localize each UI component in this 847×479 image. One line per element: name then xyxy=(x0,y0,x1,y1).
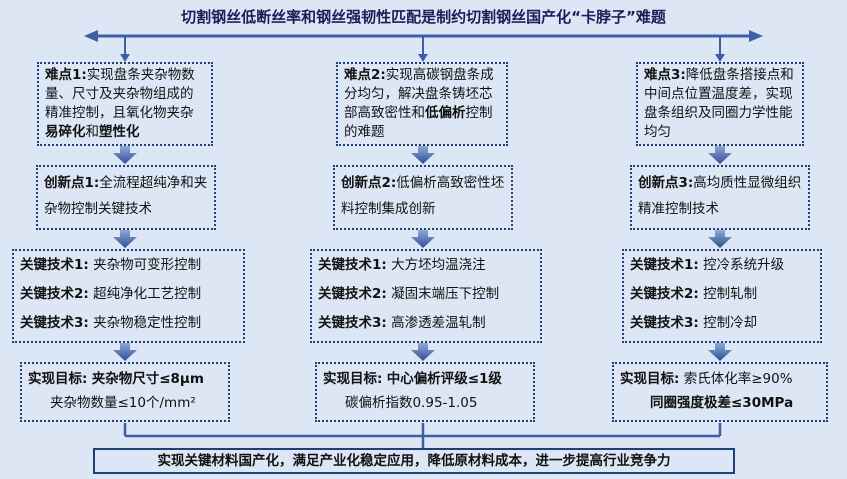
key-tech-label: 关键技术1: xyxy=(630,257,699,273)
target-label: 实现目标: xyxy=(28,371,88,387)
innovation-text: 高均质性显微组织精准控制技术 xyxy=(638,175,802,217)
difficulty-text-2: 和 xyxy=(85,124,100,140)
key-tech-text: 控制冷却 xyxy=(703,315,758,331)
difficulty-bold-1: 低偏析 xyxy=(425,105,466,121)
target-main: 中心偏析评级≤1级 xyxy=(386,371,502,387)
key-tech-text: 凝固末端压下控制 xyxy=(391,286,500,302)
difficulty-box-3: 难点3:降低盘条搭接点和中间点位置温度差，实现盘条组织及同圈力学性能均匀 xyxy=(636,62,804,146)
target-main: 索氏体化率≥90% xyxy=(683,371,793,387)
key-tech-box-1: 关键技术1: 夹杂物可变形控制 关键技术2: 超纯净化工艺控制 关键技术3: 夹… xyxy=(12,249,245,343)
difficulty-label: 难点1: xyxy=(45,67,87,83)
innovation-text: 全流程超纯净和夹杂物控制关键技术 xyxy=(44,175,208,217)
key-tech-row: 关键技术1: 控冷系统升级 xyxy=(630,251,814,280)
difficulty-bold-2: 塑性化 xyxy=(99,124,140,140)
target-sub: 碳偏析指数0.95-1.05 xyxy=(345,395,478,411)
diagram-title: 切割钢丝低断丝率和钢丝强韧性匹配是制约切割钢丝国产化“卡脖子”难题 xyxy=(181,8,666,26)
bottom-bracket xyxy=(123,423,722,448)
difficulty-label: 难点3: xyxy=(644,67,686,83)
target-box-3: 实现目标: 索氏体化率≥90% 同圈强度极差≤30MPa xyxy=(612,362,828,422)
difficulty-bold-1: 易碎化 xyxy=(45,124,86,140)
difficulty-box-2: 难点2:实现高碳钢盘条成分均匀，解决盘条铸坯芯部高致密性和低偏析控制的难题 xyxy=(336,62,508,146)
target-sub: 夹杂物数量≤10个/mm² xyxy=(50,395,196,411)
key-tech-text: 夹杂物稳定性控制 xyxy=(93,315,202,331)
key-tech-text: 大方坯均温浇注 xyxy=(391,257,486,273)
target-label: 实现目标: xyxy=(323,371,383,387)
difficulty-box-1: 难点1:实现盘条夹杂物数量、尺寸及夹杂物组成的精准控制，且氧化物夹杂易碎化和塑性… xyxy=(37,62,213,146)
target-box-2: 实现目标: 中心偏析评级≤1级 碳偏析指数0.95-1.05 xyxy=(315,362,535,422)
innovation-label: 创新点2: xyxy=(341,175,397,191)
key-tech-row: 关键技术3: 夹杂物稳定性控制 xyxy=(20,309,237,338)
target-main-line: 实现目标: 夹杂物尺寸≤8μm xyxy=(28,367,222,391)
key-tech-label: 关键技术2: xyxy=(630,286,699,302)
target-main-line: 实现目标: 索氏体化率≥90% xyxy=(620,367,820,391)
difficulty-text: 实现高碳钢盘条成分均匀，解决盘条铸坯芯部高致密性和 xyxy=(344,67,494,121)
key-tech-text: 超纯净化工艺控制 xyxy=(93,286,202,302)
target-sub: 同圈强度极差≤30MPa xyxy=(650,395,794,411)
key-tech-row: 关键技术3: 控制冷却 xyxy=(630,309,814,338)
key-tech-row: 关键技术1: 夹杂物可变形控制 xyxy=(20,251,237,280)
key-tech-label: 关键技术2: xyxy=(20,286,89,302)
difficulty-text-2: 控制的难题 xyxy=(344,105,493,140)
key-tech-label: 关键技术1: xyxy=(20,257,89,273)
key-tech-row: 关键技术2: 控制轧制 xyxy=(630,280,814,309)
key-tech-row: 关键技术2: 超纯净化工艺控制 xyxy=(20,280,237,309)
target-box-1: 实现目标: 夹杂物尺寸≤8μm 夹杂物数量≤10个/mm² xyxy=(20,362,230,422)
difficulty-label: 难点2: xyxy=(344,67,386,83)
innovation-text: 低偏析高致密性坯料控制集成创新 xyxy=(341,175,505,217)
key-tech-box-3: 关键技术1: 控冷系统升级 关键技术2: 控制轧制 关键技术3: 控制冷却 xyxy=(622,249,822,343)
target-main: 夹杂物尺寸≤8μm xyxy=(91,371,204,387)
target-label: 实现目标: xyxy=(620,371,680,387)
innovation-box-3: 创新点3:高均质性显微组织精准控制技术 xyxy=(630,165,810,230)
key-tech-row: 关键技术2: 凝固末端压下控制 xyxy=(318,280,534,309)
innovation-label: 创新点1: xyxy=(44,175,100,191)
target-main-line: 实现目标: 中心偏析评级≤1级 xyxy=(323,367,527,391)
key-tech-label: 关键技术1: xyxy=(318,257,387,273)
key-tech-box-2: 关键技术1: 大方坯均温浇注 关键技术2: 凝固末端压下控制 关键技术3: 高渗… xyxy=(310,249,542,343)
key-tech-label: 关键技术3: xyxy=(630,315,699,331)
innovation-label: 创新点3: xyxy=(638,175,694,191)
conclusion-banner: 实现关键材料国产化，满足产业化稳定应用，降低原材料成本，进一步提高行业竞争力 xyxy=(93,448,735,474)
key-tech-row: 关键技术1: 大方坯均温浇注 xyxy=(318,251,534,280)
innovation-box-1: 创新点1:全流程超纯净和夹杂物控制关键技术 xyxy=(36,165,216,230)
block-arrows xyxy=(113,146,732,361)
difficulty-text: 降低盘条搭接点和中间点位置温度差，实现盘条组织及同圈力学性能均匀 xyxy=(644,67,794,140)
key-tech-label: 关键技术3: xyxy=(20,315,89,331)
key-tech-row: 关键技术3: 高渗透差温轧制 xyxy=(318,309,534,338)
difficulty-text: 实现盘条夹杂物数量、尺寸及夹杂物组成的精准控制，且氧化物夹杂 xyxy=(45,67,195,121)
innovation-box-2: 创新点2:低偏析高致密性坯料控制集成创新 xyxy=(333,165,513,230)
key-tech-text: 高渗透差温轧制 xyxy=(391,315,486,331)
key-tech-label: 关键技术2: xyxy=(318,286,387,302)
key-tech-text: 控制轧制 xyxy=(703,286,758,302)
key-tech-text: 夹杂物可变形控制 xyxy=(93,257,202,273)
key-tech-text: 控冷系统升级 xyxy=(703,257,785,273)
key-tech-label: 关键技术3: xyxy=(318,315,387,331)
